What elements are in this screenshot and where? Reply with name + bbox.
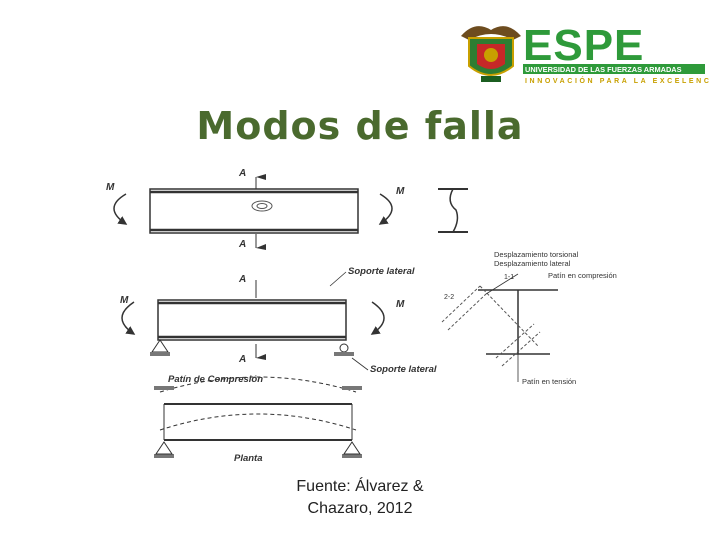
- brand-name: ESPE: [523, 21, 644, 70]
- page-title: Modos de falla: [196, 104, 524, 148]
- moment-arrow-left-1: [113, 193, 128, 225]
- lateral-displacement-label: Desplazamiento lateral: [494, 259, 571, 268]
- moment-arrow-left-2: [121, 301, 136, 335]
- lateral-support-label-2: Soporte lateral: [370, 364, 437, 375]
- torsional-displacement-label: Desplazamiento torsional: [494, 250, 579, 259]
- moment-label-4: M: [396, 299, 405, 310]
- plan-view: [154, 376, 362, 458]
- top-beam: [149, 174, 359, 250]
- section-1-label: 1-1: [504, 274, 514, 281]
- compression-flange-label: Patín de Compresión: [168, 374, 263, 385]
- plan-label: Planta: [234, 453, 263, 464]
- moment-label-2: M: [396, 186, 405, 197]
- section-a-label-3: A: [238, 274, 246, 285]
- slogan: INNOVACIÓN PARA LA EXCELENCIA: [525, 76, 710, 85]
- source-line-1: Fuente: Álvarez &: [296, 478, 424, 495]
- flange-tension-label: Patín en tensión: [522, 377, 576, 386]
- university-name: UNIVERSIDAD DE LAS FUERZAS ARMADAS: [525, 65, 682, 74]
- university-crest-icon: [461, 26, 521, 82]
- lateral-support-label-1: Soporte lateral: [348, 266, 415, 277]
- source-citation: Fuente: Álvarez & Chazaro, 2012: [250, 476, 470, 520]
- section-a-label-1: A: [238, 168, 246, 179]
- flange-compression-label: Patín en compresión: [548, 271, 617, 280]
- section-a-label-2: A: [238, 239, 246, 250]
- moment-arrow-right-1: [378, 193, 393, 225]
- moment-arrow-right-2: [370, 301, 385, 335]
- espe-logo: ESPE UNIVERSIDAD DE LAS FUERZAS ARMADAS …: [461, 21, 710, 85]
- lateral-torsional-section: [441, 273, 558, 382]
- section-2-label: 2-2: [444, 294, 454, 301]
- failure-modes-diagram: A A M M A A M M Soporte lateral Soporte …: [98, 162, 624, 468]
- middle-beam: [150, 280, 354, 360]
- section-a-label-4: A: [238, 354, 246, 365]
- moment-label-3: M: [120, 295, 129, 306]
- moment-label-1: M: [106, 182, 115, 193]
- source-line-2: Chazaro, 2012: [307, 500, 413, 517]
- i-section-icon: [438, 188, 468, 233]
